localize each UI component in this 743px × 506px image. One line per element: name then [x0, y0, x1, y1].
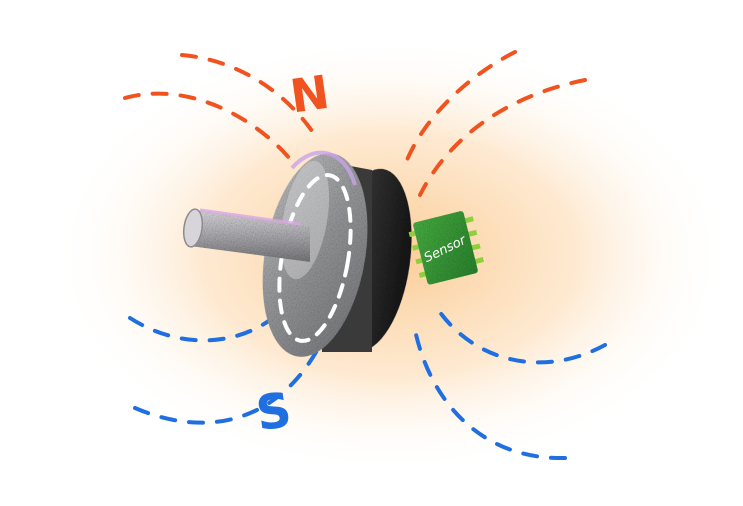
south-field-line-right-inner [433, 303, 607, 365]
magnet-disk-colored-edge [290, 150, 357, 186]
shaft [182, 208, 310, 262]
magnet-disk-face [262, 153, 368, 357]
magnet-pole-ring [277, 173, 353, 343]
shaft-edge-tint [199, 208, 301, 226]
north-field-line-right-inner [403, 50, 517, 167]
south-field-line-right-outer [413, 328, 567, 461]
south-pole-label: S [253, 382, 295, 442]
south-field-line-left-outer [133, 343, 322, 425]
sensor-chip: Sensor [408, 211, 485, 285]
south-field-lines [128, 303, 607, 461]
north-field-line-right-outer [418, 78, 587, 197]
shaft-end [182, 208, 204, 248]
north-field-line-left-inner [180, 53, 320, 142]
shaft-body [190, 210, 310, 262]
north-field-line-left-outer [123, 91, 297, 167]
north-pole-label: N [287, 65, 333, 124]
north-field-lines [123, 50, 587, 197]
sensor-body [413, 211, 478, 285]
